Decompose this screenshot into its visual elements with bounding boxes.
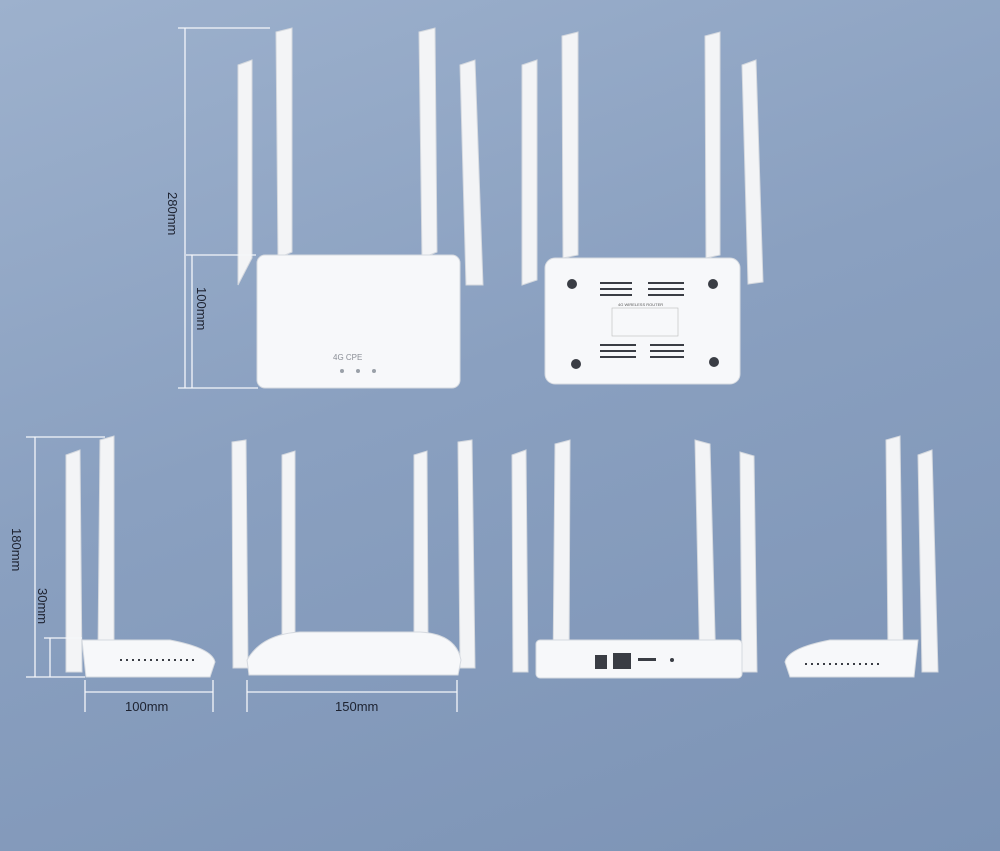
antenna (552, 439, 571, 673)
router-body (81, 639, 216, 678)
antenna (418, 27, 438, 259)
dimension-label: 100mm (125, 699, 168, 714)
antenna (457, 439, 476, 669)
antenna (459, 59, 484, 286)
router-side-view-left (65, 435, 216, 678)
dimension-180mm: 180mm (9, 436, 105, 678)
power-port-icon (595, 655, 607, 669)
sim-slot-icon (638, 658, 656, 661)
antenna (237, 59, 253, 286)
dimension-label: 100mm (194, 287, 209, 330)
dimension-280mm: 280mm (165, 27, 270, 389)
antenna (741, 59, 764, 285)
dimension-150mm: 150mm (246, 680, 458, 714)
antenna (561, 31, 579, 259)
router-body (544, 257, 741, 385)
router-body (256, 254, 461, 389)
router-back-view (511, 439, 758, 679)
antenna (65, 449, 83, 673)
dimension-100mm-depth: 100mm (84, 680, 214, 714)
router-body (784, 639, 919, 678)
antenna (511, 449, 529, 673)
router-side-view-right (784, 435, 939, 678)
antenna (739, 451, 758, 673)
device-label: 4G WIRELESS ROUTER (618, 302, 663, 307)
reset-button-icon (670, 658, 674, 662)
antenna (281, 450, 296, 641)
antenna (413, 450, 429, 641)
vent-grille (600, 282, 684, 358)
dimension-label: 280mm (165, 192, 180, 235)
dimension-label: 150mm (335, 699, 378, 714)
antenna (275, 27, 293, 259)
router-front-low-view (231, 439, 476, 676)
router-front-view: 4G CPE (237, 27, 484, 389)
status-led-icon (372, 369, 376, 373)
antenna (97, 435, 115, 651)
antenna (917, 449, 939, 673)
dimension-label: 180mm (9, 528, 24, 571)
antenna (231, 439, 249, 669)
antenna (521, 59, 538, 286)
antenna (885, 435, 904, 651)
status-led-icon (356, 369, 360, 373)
router-body (246, 631, 462, 676)
router-bottom-view: 4G WIRELESS ROUTER (521, 31, 764, 385)
antenna (694, 439, 717, 673)
dimension-30mm: 30mm (35, 588, 82, 677)
status-led-icon (340, 369, 344, 373)
dimension-100mm-height: 100mm (186, 254, 256, 388)
dimension-label: 30mm (35, 588, 50, 624)
ethernet-port-icon (613, 653, 631, 669)
router-logo: 4G CPE (333, 353, 362, 362)
antenna (704, 31, 721, 259)
